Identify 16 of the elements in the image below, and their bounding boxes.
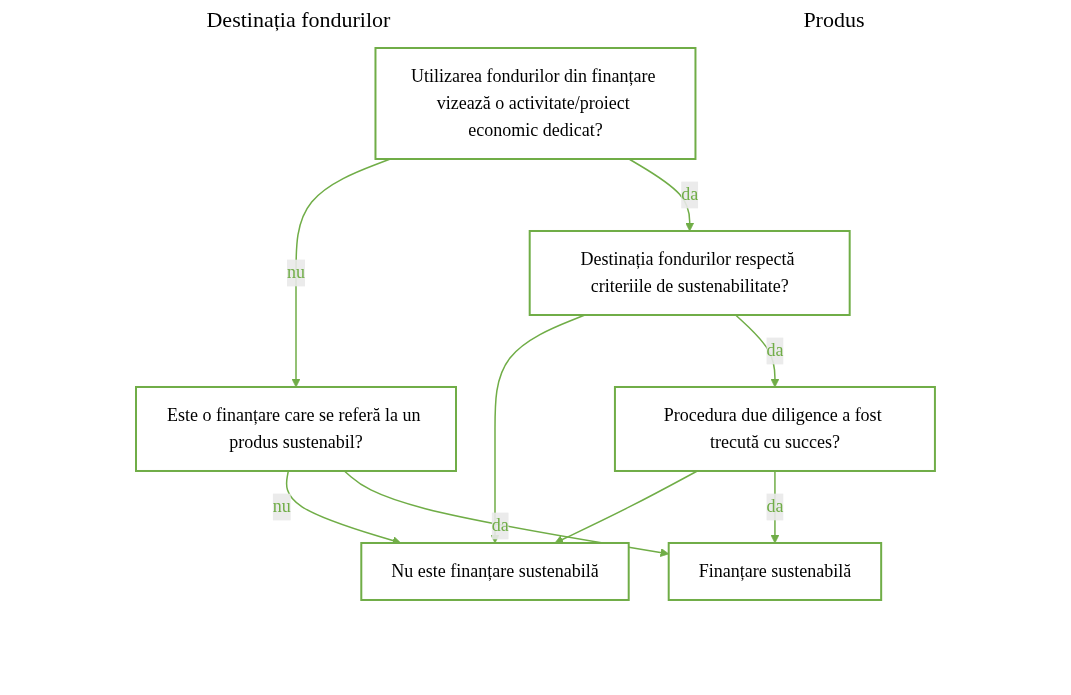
edge-label: nu <box>272 496 291 517</box>
edge-label: da <box>491 515 509 536</box>
column-heading: Destinația fondurilor <box>205 7 392 33</box>
node-box: Finanțare sustenabilă <box>667 542 883 601</box>
node-box: Nu este finanțare sustenabilă <box>360 542 630 601</box>
edge-label: da <box>766 340 784 361</box>
node-box: Utilizarea fondurilor din finanțare vizează o activitate/proiect economic dedicat? <box>374 47 697 160</box>
edge-label: da <box>681 184 699 205</box>
node-box: Procedura due diligence a fost trecută cu succes? <box>613 386 936 472</box>
node-box: Destinația fondurilor respectă criteriile de sustenabilitate? <box>528 230 851 316</box>
node-box: Este o finanțare care se referă la un produs sustenabil? <box>135 386 458 472</box>
arrow <box>490 314 586 544</box>
column-heading: Produs <box>802 7 866 33</box>
edge-label: da <box>766 496 784 517</box>
edge-label: nu <box>287 262 306 283</box>
arrow <box>554 470 699 544</box>
